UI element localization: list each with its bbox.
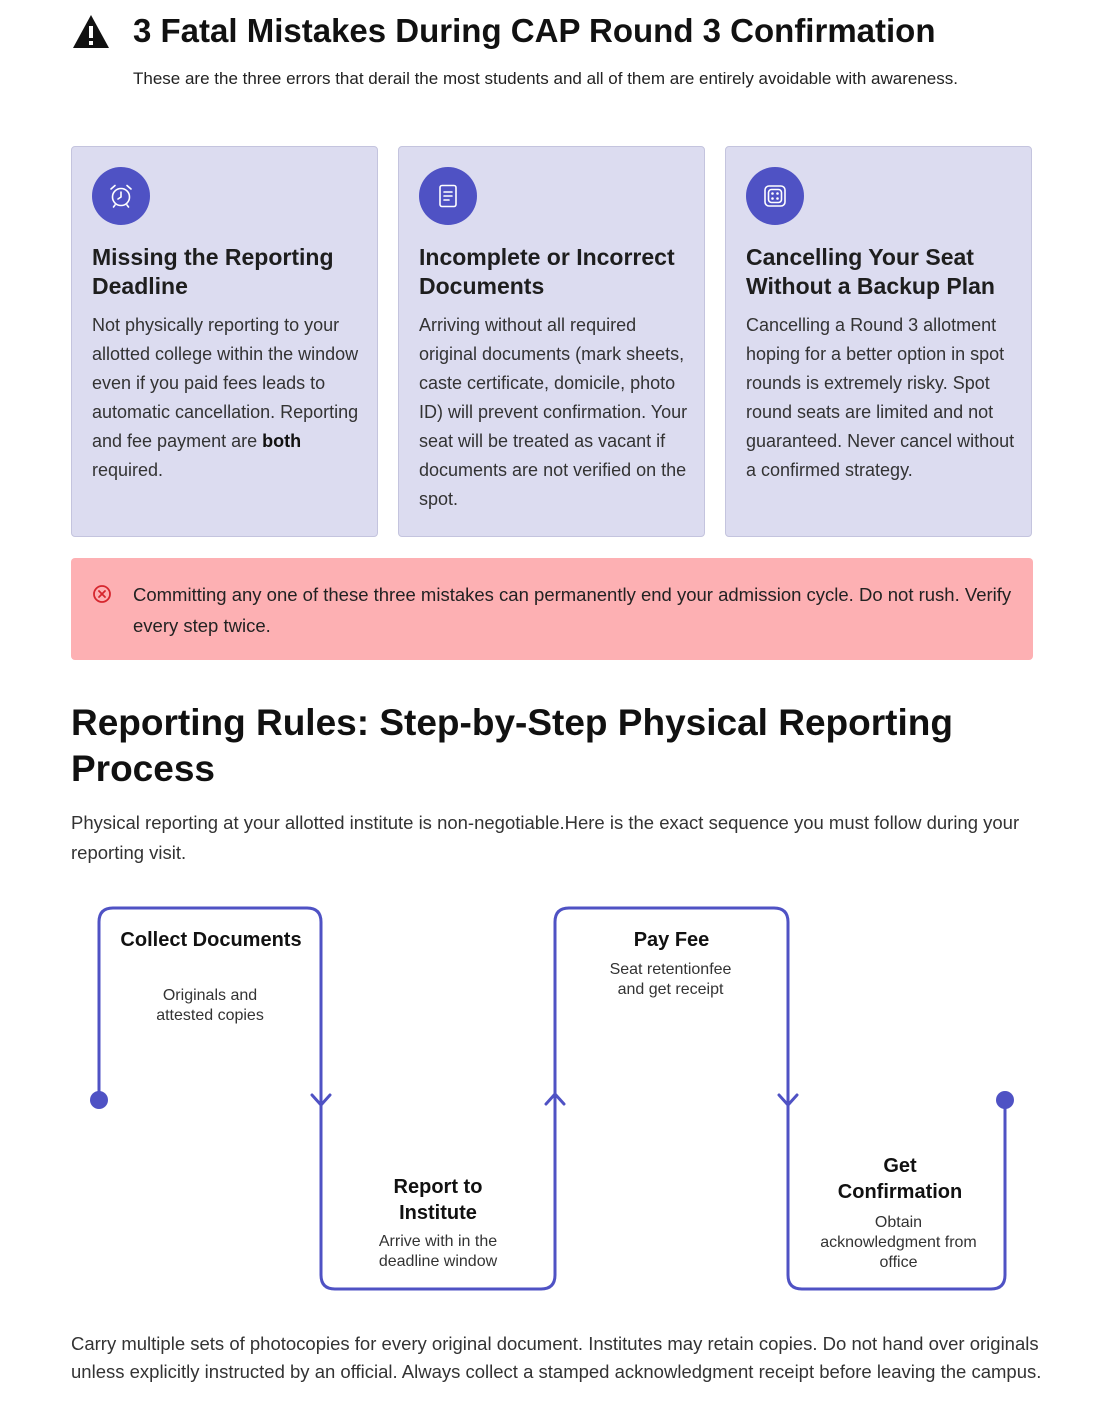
card-body: Not physically reporting to your allotte… — [92, 315, 359, 480]
arrow-up-icon — [544, 1092, 566, 1106]
reporting-note: Carry multiple sets of photocopies for e… — [71, 1333, 1042, 1382]
step-title: Collect Documents — [120, 929, 302, 951]
step-desc: Seat retentionfee and get receipt — [609, 961, 732, 998]
flow-path — [97, 906, 1007, 1291]
arrow-down-icon — [777, 1093, 799, 1107]
step-title: Pay Fee — [633, 929, 710, 951]
card-title: Cancelling Your Seat Without a Backup Pl… — [746, 244, 995, 299]
step-desc: Arrive with in the deadline window — [378, 1233, 498, 1270]
step-desc: Originals and attested copies — [156, 987, 264, 1024]
step-title: Get Confirmation — [837, 1155, 963, 1203]
intro-text: These are the three errors that derail t… — [133, 69, 958, 88]
step-title: Report to Institute — [393, 1176, 483, 1224]
card-body: Arriving without all required original d… — [419, 315, 688, 509]
mistake-card-documents: Incomplete or Incorrect Documents Arrivi… — [398, 146, 705, 537]
card-body: Cancelling a Round 3 allotment hoping fo… — [746, 315, 1015, 480]
card-title: Missing the Reporting Deadline — [92, 244, 334, 299]
card-body-emphasis: both — [262, 431, 302, 451]
section-title: Reporting Rules: Step-by-Step Physical R… — [71, 702, 953, 789]
flow-end-dot — [996, 1091, 1014, 1109]
warning-icon — [73, 15, 109, 48]
page-title: 3 Fatal Mistakes During CAP Round 3 Conf… — [133, 12, 936, 49]
mistake-card-deadline: Missing the Reporting Deadline Not physi… — [71, 146, 378, 537]
flow-start-dot — [90, 1091, 108, 1109]
alarm-clock-icon — [92, 167, 150, 225]
dice-icon — [746, 167, 804, 225]
arrow-down-icon — [310, 1093, 332, 1107]
section-subtitle: Physical reporting at your allotted inst… — [71, 812, 1020, 863]
alert-text: Committing any one of these three mistak… — [133, 584, 1012, 636]
step-desc: Obtain acknowledgment from office — [820, 1214, 977, 1271]
process-flow-diagram — [90, 906, 1014, 1291]
alert-banner: Committing any one of these three mistak… — [71, 558, 1033, 660]
card-title: Incomplete or Incorrect Documents — [419, 244, 675, 299]
error-circle-icon — [93, 585, 111, 603]
mistake-card-cancelling: Cancelling Your Seat Without a Backup Pl… — [725, 146, 1032, 537]
document-icon — [419, 167, 477, 225]
